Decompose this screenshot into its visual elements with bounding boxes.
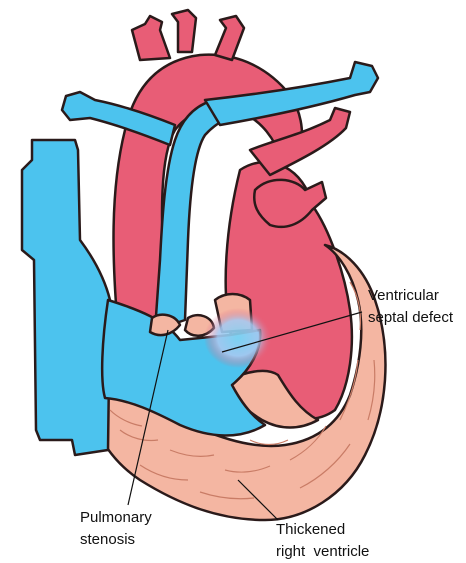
label-ps-line1: Pulmonary [80,509,152,526]
pulmonary-valve-leaflet-left [150,315,180,335]
left-subclavian-artery [215,16,244,60]
label-vsd-line1: Ventricular [368,287,439,304]
brachiocephalic-artery [132,16,170,60]
left-carotid-artery [172,10,196,52]
label-rv-line1: Thickened [276,521,345,538]
label-vsd-line2: septal defect [368,309,454,326]
vena-cava [22,140,110,455]
label-rv-line2: right ventricle [276,543,369,560]
label-ps-line2: stenosis [80,531,135,548]
septal-defect-mixing [204,308,272,368]
